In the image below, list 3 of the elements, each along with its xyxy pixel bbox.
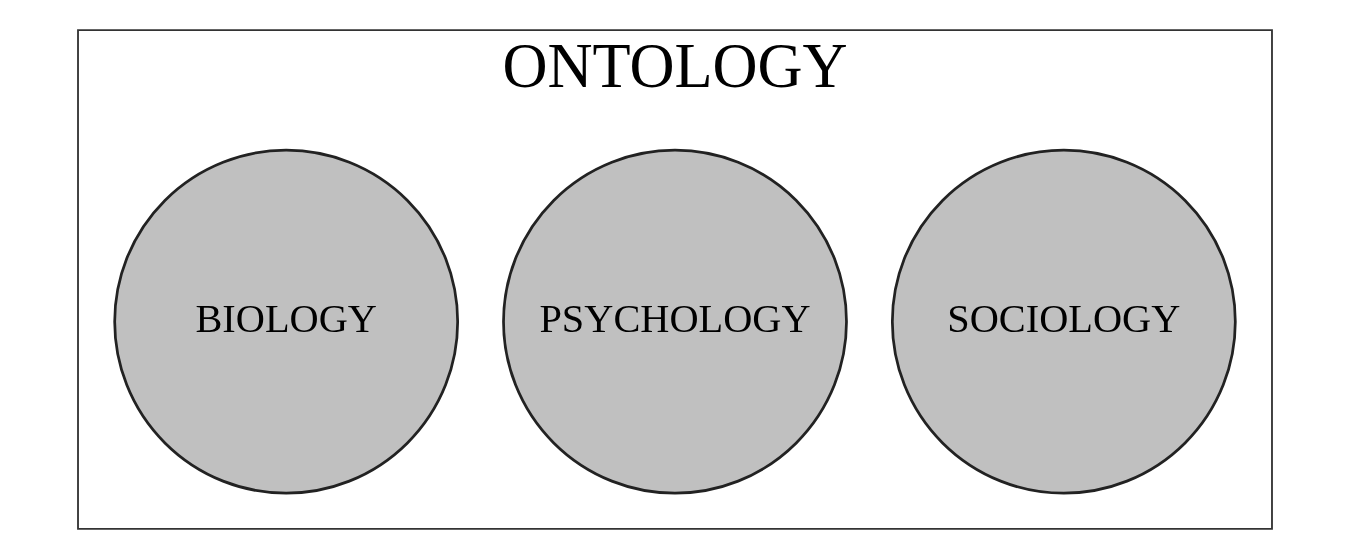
node-circle: PSYCHOLOGY (502, 148, 848, 495)
node-circle: BIOLOGY (113, 148, 460, 495)
node-circle: SOCIOLOGY (890, 148, 1237, 495)
